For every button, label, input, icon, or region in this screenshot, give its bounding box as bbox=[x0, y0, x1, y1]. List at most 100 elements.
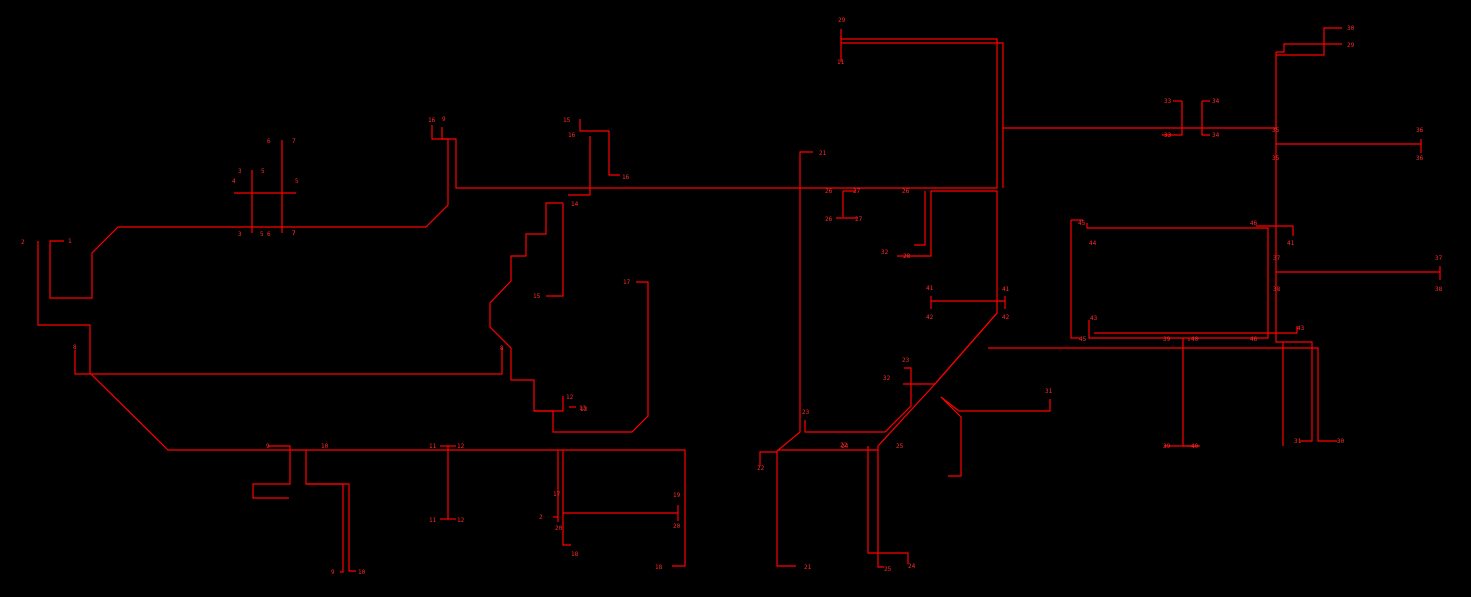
node-label: 38 bbox=[1435, 286, 1443, 293]
wire-segment bbox=[1201, 101, 1210, 136]
node-label: 15 bbox=[533, 293, 541, 300]
node-label: 36 bbox=[1416, 155, 1424, 162]
wire-segment bbox=[534, 281, 649, 433]
wire-segment bbox=[74, 348, 503, 375]
wire-segment bbox=[1182, 338, 1192, 447]
wire-segment bbox=[1276, 43, 1342, 56]
node-label: 13 bbox=[579, 405, 587, 412]
node-label: 7 bbox=[292, 138, 296, 145]
wire-segment bbox=[553, 450, 559, 518]
node-label: 29 bbox=[838, 17, 846, 24]
node-label: 41 bbox=[1287, 240, 1295, 247]
node-label: 21 bbox=[819, 150, 827, 157]
node-label: 32 bbox=[881, 249, 889, 256]
node-label: 12 bbox=[457, 517, 465, 524]
wire-segment bbox=[305, 450, 356, 572]
node-label: 23 bbox=[902, 357, 910, 364]
node-label: 1 bbox=[68, 238, 72, 245]
node-label: 9 bbox=[442, 116, 446, 123]
node-label: 33 bbox=[1164, 132, 1172, 139]
node-label: 23 bbox=[802, 409, 810, 416]
node-label: 16 bbox=[568, 132, 576, 139]
wire-segment bbox=[897, 190, 998, 385]
node-label: 27 bbox=[855, 216, 863, 223]
node-label: 45 bbox=[1079, 336, 1087, 343]
node-label: 8 bbox=[73, 344, 77, 351]
node-label: 5 bbox=[295, 178, 299, 185]
node-label: 42 bbox=[1002, 314, 1010, 321]
node-label: 10 bbox=[358, 569, 366, 576]
node-label: 16 bbox=[428, 117, 436, 124]
wire-segment bbox=[562, 513, 571, 546]
wire-segment bbox=[568, 136, 591, 196]
node-label: 12 bbox=[457, 443, 465, 450]
wire-segment bbox=[914, 191, 926, 246]
wire-segment bbox=[804, 367, 912, 433]
node-label: 14 bbox=[571, 201, 579, 208]
node-label: 2 bbox=[21, 239, 25, 246]
node-label: 32 bbox=[883, 375, 891, 382]
wire-segment bbox=[940, 396, 962, 477]
node-label: 11 bbox=[429, 443, 437, 450]
node-label: 25 bbox=[896, 443, 904, 450]
node-label: 2 bbox=[539, 514, 543, 521]
node-label: 26 bbox=[825, 216, 833, 223]
node-label: 26 bbox=[825, 188, 833, 195]
node-label: 22 bbox=[840, 442, 848, 449]
wire-segment bbox=[877, 312, 998, 568]
node-label: 35 bbox=[1272, 127, 1280, 134]
node-label: 12 bbox=[566, 394, 574, 401]
node-label: 22 bbox=[757, 465, 765, 472]
node-label: 26 bbox=[902, 188, 910, 195]
node-label: 11 bbox=[429, 517, 437, 524]
node-label: 27 bbox=[853, 188, 861, 195]
node-label: 34 bbox=[1212, 132, 1220, 139]
wire-segment bbox=[1070, 220, 1080, 339]
node-label: 43 bbox=[1297, 325, 1305, 332]
node-label: 39 bbox=[1163, 443, 1171, 450]
node-label: 38 bbox=[1273, 286, 1281, 293]
node-label: 44 bbox=[1089, 240, 1097, 247]
wire-segment bbox=[306, 483, 344, 573]
node-label: 9 bbox=[266, 443, 270, 450]
wire-segment bbox=[759, 451, 777, 466]
node-label: 31 bbox=[1045, 388, 1053, 395]
node-label: 24 bbox=[841, 443, 849, 450]
node-label: 3 bbox=[238, 231, 242, 238]
node-label: 25 bbox=[884, 566, 892, 573]
node-label: 40 bbox=[1191, 443, 1199, 450]
node-label: 4 bbox=[232, 178, 236, 185]
node-label: 30 bbox=[1337, 438, 1345, 445]
wire-segment bbox=[841, 42, 1276, 129]
node-label: 45 bbox=[1078, 220, 1086, 227]
node-label: 43 bbox=[1090, 315, 1098, 322]
node-label: 19 bbox=[673, 492, 681, 499]
wire-segment bbox=[1094, 326, 1298, 334]
node-label: 40 bbox=[1191, 336, 1199, 343]
wire-layer bbox=[37, 27, 1441, 573]
node-label: 17 bbox=[553, 491, 561, 498]
node-label: 18 bbox=[655, 564, 663, 571]
node-label: 20 bbox=[555, 525, 563, 532]
node-label: 28 bbox=[903, 253, 911, 260]
node-label: 5 bbox=[261, 168, 265, 175]
node-label: 37 bbox=[1273, 255, 1281, 262]
wire-segment bbox=[431, 29, 998, 189]
wire-segment bbox=[1086, 223, 1269, 339]
wire-segment bbox=[1276, 27, 1342, 53]
node-label: 17 bbox=[623, 279, 631, 286]
node-label: 46 bbox=[1250, 336, 1258, 343]
wire-segment bbox=[988, 347, 1337, 442]
node-label: 36 bbox=[1416, 127, 1424, 134]
node-label: 41 bbox=[1002, 286, 1010, 293]
node-label: 16 bbox=[622, 174, 630, 181]
wire-segment bbox=[562, 450, 678, 514]
node-label: 6 bbox=[267, 231, 271, 238]
node-label: 5 bbox=[260, 231, 264, 238]
node-label: 13 bbox=[580, 406, 588, 413]
node-label: 11 bbox=[837, 59, 845, 66]
node-label: 9 bbox=[331, 569, 335, 576]
node-label: 31 bbox=[1294, 438, 1302, 445]
